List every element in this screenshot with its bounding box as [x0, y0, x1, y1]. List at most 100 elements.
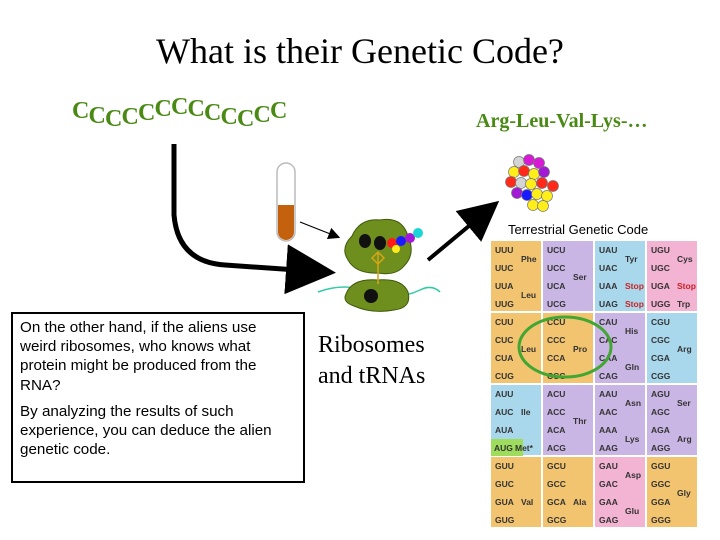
codon-label: ACC: [547, 407, 566, 417]
amino-acid-label: Stop: [625, 281, 644, 291]
codon-label: AGU: [651, 389, 670, 399]
codon-label: UUA: [495, 281, 514, 291]
codon-label: UAA: [599, 281, 618, 291]
amino-acid-label: Met*: [515, 443, 533, 453]
codon-label: AAG: [599, 443, 618, 453]
codon-label: GAG: [599, 515, 619, 525]
codon-label: AAA: [599, 425, 618, 435]
rna-base: C: [270, 98, 288, 124]
test-tube-icon: [276, 162, 296, 242]
amino-acid-label: Leu: [521, 344, 537, 354]
explanation-textbox: On the other hand, if the aliens use wei…: [11, 312, 305, 483]
amino-acid-label: Ser: [573, 272, 587, 282]
amino-acid-label: Thr: [573, 416, 587, 426]
genetic-code-caption: Terrestrial Genetic Code: [508, 222, 649, 237]
codon-label: UGC: [651, 263, 670, 273]
codon-label: GAU: [599, 461, 618, 471]
codon-label: CUA: [495, 353, 514, 363]
codon-label: CAC: [599, 335, 618, 345]
ribosome-label-line-2: and tRNAs: [318, 363, 426, 389]
amino-acid-label: Lys: [625, 434, 640, 444]
codon-label: GCU: [547, 461, 566, 471]
amino-acid-label: Ala: [573, 497, 587, 507]
amino-acid-label: Cys: [677, 254, 693, 264]
rna-base: C: [253, 102, 271, 128]
ribosome-to-peptide-arrow: [426, 200, 500, 262]
codon-label: AGG: [651, 443, 671, 453]
amino-acid-label: Stop: [625, 299, 644, 309]
codon-label: CGA: [651, 353, 670, 363]
amino-acid-label: Ile: [521, 407, 531, 417]
rna-to-ribosome-arrow: [171, 144, 336, 295]
codon-label: CCU: [547, 317, 566, 327]
peptide-sequence: Arg-Leu-Val-Lys-…: [476, 110, 648, 132]
peptide-cluster-icon: [505, 154, 559, 212]
codon-label: GGU: [651, 461, 671, 471]
amino-acid-label: Gly: [677, 488, 691, 498]
codon-label: GAA: [599, 497, 618, 507]
explanation-paragraph-1: On the other hand, if the aliens use wei…: [20, 319, 257, 394]
codon-label: AUU: [495, 389, 514, 399]
codon-label: CGU: [651, 317, 670, 327]
codon-label: CCC: [547, 335, 566, 345]
codon-label: GUG: [495, 515, 515, 525]
codon-label: AUG: [494, 443, 513, 453]
codon-label: UCC: [547, 263, 566, 273]
amino-acid-label: Arg: [677, 344, 692, 354]
amino-acid-label: Tyr: [625, 254, 638, 264]
codon-label: GUU: [495, 461, 514, 471]
rna-base: C: [154, 96, 172, 122]
codon-label: CAG: [599, 371, 618, 381]
codon-label: UUC: [495, 263, 514, 273]
codon-label: GCA: [547, 497, 566, 507]
codon-label: AAU: [599, 389, 618, 399]
codon-label: GUC: [495, 479, 514, 489]
leu-highlight-ellipse: [517, 315, 613, 379]
amino-acid-label: Asp: [625, 470, 642, 480]
codon-label: UCU: [547, 245, 566, 255]
codon-label: UGU: [651, 245, 670, 255]
amino-acid-label: Trp: [677, 299, 691, 309]
codon-label: UCA: [547, 281, 566, 291]
codon-label: AAC: [599, 407, 618, 417]
explanation-paragraph-2: By analyzing the results of such experie…: [20, 402, 272, 459]
amino-acid-label: Gln: [625, 362, 640, 372]
codon-label: AGA: [651, 425, 670, 435]
amino-acid-label: Pro: [573, 344, 588, 354]
amino-acid-label: Arg: [677, 434, 692, 444]
rna-base: C: [187, 96, 205, 122]
codon-label: ACU: [547, 389, 566, 399]
rna-base: C: [220, 104, 238, 130]
rna-base: C: [171, 94, 189, 120]
codon-label: UCG: [547, 299, 566, 309]
codon-label: UAC: [599, 263, 618, 273]
codon-label: CUU: [495, 317, 514, 327]
codon-label: ACG: [547, 443, 566, 453]
codon-label: UAG: [599, 299, 618, 309]
rna-base: C: [105, 106, 123, 132]
codon-label: UUU: [495, 245, 514, 255]
rna-base: C: [121, 104, 139, 130]
codon-label: GGG: [651, 515, 671, 525]
amino-acid-label: Glu: [625, 506, 640, 516]
codon-label: AUA: [495, 425, 514, 435]
codon-label: GGA: [651, 497, 671, 507]
codon-label: AGC: [651, 407, 670, 417]
rna-base: C: [88, 103, 106, 129]
codon-label: UAU: [599, 245, 618, 255]
ribosomes-trnas-label: Ribosomes and tRNAs: [318, 330, 425, 392]
codon-label: CGG: [651, 371, 671, 381]
